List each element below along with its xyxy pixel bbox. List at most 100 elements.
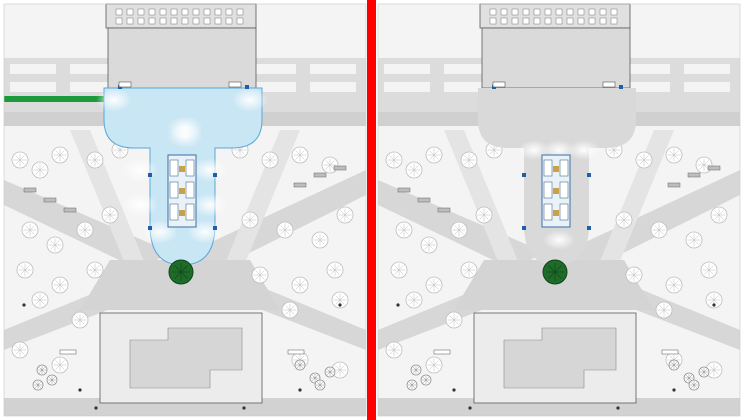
tree-branch — [408, 384, 413, 389]
tree-branch — [55, 364, 61, 370]
tree-branch — [280, 229, 286, 235]
tree-branch — [284, 225, 290, 231]
tree-branch — [673, 154, 679, 160]
tree-branch — [433, 280, 439, 286]
walkway-stripe — [444, 82, 490, 92]
bench — [687, 172, 701, 178]
top-building-roof — [105, 3, 257, 29]
tree-branch — [709, 365, 715, 371]
bike-rack — [433, 349, 451, 355]
tree-branch — [25, 229, 31, 235]
tree-branch — [15, 155, 21, 161]
tree-branch — [663, 309, 669, 315]
tree-branch — [299, 280, 305, 286]
tree-branch — [429, 360, 435, 366]
entrance-marker — [492, 81, 506, 88]
roof-vent — [236, 8, 244, 16]
tree-branch — [659, 309, 665, 315]
tree-branch — [422, 376, 427, 381]
tree-icon — [326, 261, 344, 279]
tree-icon — [51, 276, 69, 294]
tree-branch — [693, 239, 699, 245]
tree-branch — [50, 240, 56, 246]
tree-branch — [394, 265, 400, 271]
tree-icon — [406, 379, 418, 391]
tree-branch — [713, 365, 719, 371]
light-beam — [192, 193, 228, 217]
roof-vent — [236, 17, 244, 25]
tree-branch — [90, 269, 96, 275]
roof-vent — [126, 17, 134, 25]
tree-branch — [265, 155, 271, 161]
bollard — [452, 388, 456, 392]
tree-branch — [94, 155, 100, 161]
tree-branch — [344, 214, 350, 220]
top-building — [107, 27, 257, 89]
tree-branch — [94, 265, 100, 271]
walkway-stripe — [10, 64, 56, 74]
light-fixture-icon — [619, 85, 623, 89]
tree-branch — [19, 155, 25, 161]
tree-branch — [334, 269, 340, 275]
tree-icon — [405, 161, 423, 179]
light-fixture-icon — [522, 173, 526, 177]
roof-vent — [225, 17, 233, 25]
tree-branch — [643, 159, 649, 165]
light-fixture-icon — [245, 85, 249, 89]
tree-branch — [269, 155, 275, 161]
tree-branch — [25, 225, 31, 231]
tree-icon — [450, 221, 468, 239]
bench — [417, 197, 431, 203]
tree-branch — [330, 269, 336, 275]
roof-vent — [533, 17, 541, 25]
tree-branch — [673, 150, 679, 156]
tree-branch — [623, 215, 629, 221]
tree-icon — [324, 366, 336, 378]
walkway-stripe — [384, 64, 430, 74]
tree-branch — [454, 225, 460, 231]
tree-branch — [659, 305, 665, 311]
roof-vent — [115, 17, 123, 25]
central-tree-branch — [548, 271, 556, 279]
walkway-stripe — [444, 64, 490, 74]
tree-branch — [105, 214, 111, 220]
tree-branch — [700, 371, 705, 376]
roof-vent — [489, 17, 497, 25]
tree-branch — [249, 215, 255, 221]
tree-branch — [315, 235, 321, 241]
tree-branch — [429, 364, 435, 370]
kiosk-planter — [179, 166, 185, 172]
tree-branch — [259, 274, 265, 280]
tree-branch — [299, 150, 305, 156]
tree-branch — [458, 229, 464, 235]
tree-icon — [291, 146, 309, 164]
tree-icon — [405, 291, 423, 309]
tree-branch — [673, 364, 678, 369]
tree-branch — [249, 219, 255, 225]
tree-branch — [29, 225, 35, 231]
tree-branch — [429, 154, 435, 160]
tree-branch — [670, 364, 675, 369]
tree-branch — [295, 280, 301, 286]
tree-icon — [276, 221, 294, 239]
entrance-marker — [228, 81, 242, 88]
tree-branch — [639, 159, 645, 165]
tree-branch — [704, 269, 710, 275]
tree-branch — [115, 149, 121, 155]
tree-branch — [688, 374, 693, 379]
roof-vent — [577, 8, 585, 16]
tree-icon — [685, 231, 703, 249]
roof-vent — [214, 8, 222, 16]
tree-branch — [403, 225, 409, 231]
roof-vent — [533, 8, 541, 16]
tree-branch — [79, 319, 85, 325]
tree-branch — [39, 295, 45, 301]
tree-branch — [20, 265, 26, 271]
bottom-street — [4, 398, 366, 416]
walkway-stripe — [624, 82, 670, 92]
tree-branch — [34, 384, 39, 389]
tree-branch — [700, 368, 705, 373]
tree-branch — [35, 165, 41, 171]
kiosk-bench — [185, 203, 195, 221]
